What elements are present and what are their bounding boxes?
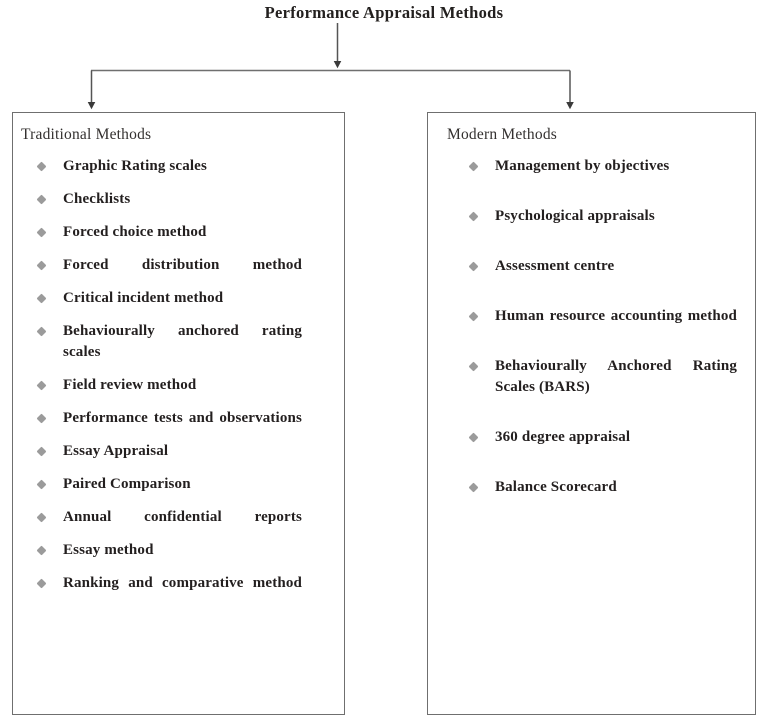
diamond-bullet-icon <box>36 326 47 337</box>
list-item-label: Behaviourally anchored rating scales <box>63 323 302 360</box>
list-item: Essay Appraisal <box>36 441 302 462</box>
list-item-label: Essay Appraisal <box>63 443 169 459</box>
list-item-label: Annual confidential reports <box>63 509 302 525</box>
list-item-label: Management by objectives <box>495 158 670 174</box>
diamond-bullet-icon <box>468 261 479 272</box>
traditional-methods-box: Traditional Methods Graphic Rating scale… <box>12 112 345 715</box>
list-item-label: Essay method <box>63 542 154 558</box>
diamond-bullet-icon <box>468 482 479 493</box>
list-item-label: Psychological appraisals <box>495 208 655 224</box>
list-item-label: Checklists <box>63 191 131 207</box>
diamond-bullet-icon <box>36 413 47 424</box>
page-title: Performance Appraisal Methods <box>264 3 504 22</box>
list-item: Psychological appraisals <box>468 206 737 227</box>
diamond-bullet-icon <box>468 361 479 372</box>
diamond-bullet-icon <box>36 227 47 238</box>
list-item-label: Human resource accounting method <box>495 308 737 324</box>
list-item: Essay method <box>36 540 302 561</box>
list-item-label: Forced choice method <box>63 224 207 240</box>
list-item: Paired Comparison <box>36 474 302 495</box>
diamond-bullet-icon <box>468 161 479 172</box>
list-item-label: 360 degree appraisal <box>495 429 631 445</box>
diamond-bullet-icon <box>36 545 47 556</box>
list-item-label: Assessment centre <box>495 258 615 274</box>
diamond-bullet-icon <box>468 311 479 322</box>
list-item-label: Field review method <box>63 377 197 393</box>
list-item: Behaviourally Anchored Rating Scales (BA… <box>468 356 737 398</box>
traditional-methods-header: Traditional Methods <box>21 126 152 143</box>
list-item: Critical incident method <box>36 288 302 309</box>
modern-methods-list: Management by objectives Psychological a… <box>468 156 737 527</box>
list-item: Annual confidential reports <box>36 507 302 528</box>
diamond-bullet-icon <box>36 161 47 172</box>
list-item-label: Behaviourally Anchored Rating Scales (BA… <box>495 358 737 395</box>
diamond-bullet-icon <box>36 479 47 490</box>
list-item-label: Forced distribution method <box>63 257 302 273</box>
list-item: Assessment centre <box>468 256 737 277</box>
list-item: Performance tests and observations <box>36 408 302 429</box>
diamond-bullet-icon <box>468 211 479 222</box>
list-item: Balance Scorecard <box>468 477 737 498</box>
list-item-label: Graphic Rating scales <box>63 158 207 174</box>
list-item-label: Paired Comparison <box>63 476 191 492</box>
diamond-bullet-icon <box>36 446 47 457</box>
modern-methods-box: Modern Methods Management by objectives … <box>427 112 756 715</box>
list-item: Human resource accounting method <box>468 306 737 327</box>
list-item-label: Performance tests and observations <box>63 410 302 426</box>
list-item-label: Critical incident method <box>63 290 224 306</box>
list-item: Behaviourally anchored rating scales <box>36 321 302 363</box>
traditional-methods-list: Graphic Rating scales Checklists Forced … <box>36 156 302 606</box>
diamond-bullet-icon <box>36 578 47 589</box>
list-item: Field review method <box>36 375 302 396</box>
list-item: Management by objectives <box>468 156 737 177</box>
diamond-bullet-icon <box>36 260 47 271</box>
list-item: Forced choice method <box>36 222 302 243</box>
diamond-bullet-icon <box>36 293 47 304</box>
list-item: Checklists <box>36 189 302 210</box>
modern-methods-header: Modern Methods <box>447 126 557 143</box>
diamond-bullet-icon <box>36 380 47 391</box>
list-item-label: Ranking and comparative method <box>63 575 302 591</box>
list-item: 360 degree appraisal <box>468 427 737 448</box>
diamond-bullet-icon <box>468 432 479 443</box>
diamond-bullet-icon <box>36 512 47 523</box>
diamond-bullet-icon <box>36 194 47 205</box>
list-item: Forced distribution method <box>36 255 302 276</box>
list-item-label: Balance Scorecard <box>495 479 617 495</box>
list-item: Ranking and comparative method <box>36 573 302 594</box>
list-item: Graphic Rating scales <box>36 156 302 177</box>
